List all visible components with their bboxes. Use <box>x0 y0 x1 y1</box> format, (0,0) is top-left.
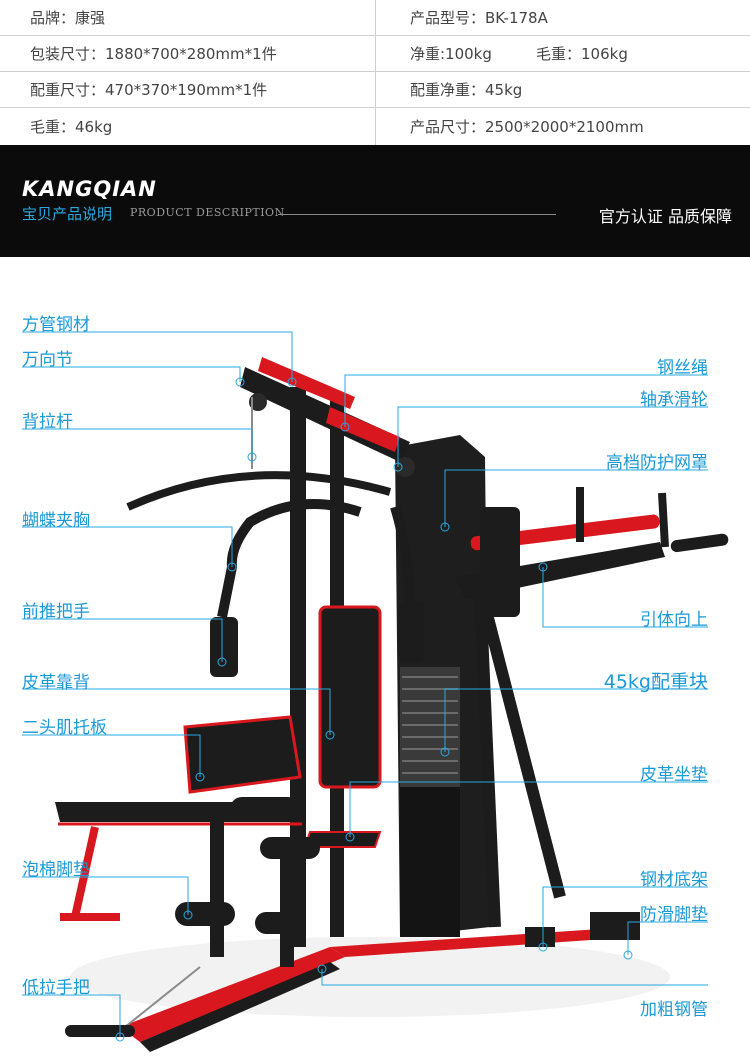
spec-weight-stack-size: 配重尺寸：470*370*190mm*1件 <box>30 81 268 99</box>
leg-frame <box>210 817 224 957</box>
label-foam-pad: 泡棉脚垫 <box>22 860 90 880</box>
back-pad <box>480 507 520 617</box>
label-steel-cable: 钢丝绳 <box>657 358 708 378</box>
label-low-pull-handle: 低拉手把 <box>22 978 90 998</box>
leg-frame-2 <box>280 857 294 967</box>
label-guard-cover: 高档防护网罩 <box>606 453 708 473</box>
spec-gross-weight: 毛重：106kg <box>536 45 628 63</box>
gym-illustration <box>22 331 729 1052</box>
pulley <box>249 393 267 411</box>
label-leather-seat: 皮革坐垫 <box>640 765 708 785</box>
table-divider <box>375 0 376 145</box>
callout-lines <box>22 331 708 1037</box>
label-lat-bar: 背拉杆 <box>22 412 73 432</box>
low-cable <box>124 966 201 1028</box>
product-diagram: 方管钢材 万向节 背拉杆 蝴蝶夹胸 前推把手 皮革靠背 二头肌托板 泡棉脚垫 低… <box>0 257 750 1056</box>
spec-model: 产品型号：BK-178A <box>410 9 548 27</box>
pullup-leg-2 <box>474 586 501 928</box>
spec-net-weight: 净重:100kg <box>410 45 492 63</box>
label-pull-up: 引体向上 <box>640 610 708 630</box>
press-handle-2 <box>398 602 424 662</box>
banner-subtitle-cn: 宝贝产品说明 <box>22 205 113 223</box>
spec-weight-stack-net: 配重净重：45kg <box>410 81 523 99</box>
low-handle <box>65 1025 135 1037</box>
spec-stack-gross: 毛重：46kg <box>30 118 113 136</box>
product-banner: KANGQIAN 宝贝产品说明 PRODUCT DESCRIPTION 官方认证… <box>0 145 750 257</box>
top-arm <box>240 367 410 462</box>
foot-pad-2 <box>525 927 555 947</box>
pullup-leg <box>474 585 566 899</box>
base-rail-dark <box>140 962 340 1052</box>
guard-panel <box>400 787 460 937</box>
bench-leg <box>71 826 99 918</box>
spec-brand: 品牌：康强 <box>30 9 106 27</box>
weight-plates <box>402 676 458 774</box>
foot-pad <box>590 912 640 940</box>
callout-dots <box>115 377 633 1042</box>
foam-roller-2 <box>260 837 320 859</box>
lat-bar <box>126 471 392 511</box>
base-rail-red <box>120 947 345 1042</box>
backrest <box>318 605 382 789</box>
pulley-2 <box>395 457 415 477</box>
banner-slogan: 官方认证 品质保障 <box>598 207 732 226</box>
label-steel-base: 钢材底架 <box>640 870 708 890</box>
spec-table: 品牌：康强 产品型号：BK-178A 包装尺寸：1880*700*280mm*1… <box>0 0 750 145</box>
press-handle <box>210 617 238 677</box>
label-square-tube-steel: 方管钢材 <box>22 315 90 335</box>
spec-row: 毛重：46kg 产品尺寸：2500*2000*2100mm <box>0 108 750 145</box>
banner-subtitle-en: PRODUCT DESCRIPTION <box>130 206 285 219</box>
label-bearing-pulley: 轴承滑轮 <box>640 390 708 410</box>
label-weight-stack: 45kg配重块 <box>603 671 708 693</box>
pullup-grip <box>670 533 729 553</box>
label-press-handle: 前推把手 <box>22 602 90 622</box>
top-arm-red <box>258 357 355 409</box>
butterfly-arm-2 <box>390 505 415 608</box>
label-universal-joint: 万向节 <box>22 350 73 370</box>
label-anti-slip-pad: 防滑脚垫 <box>640 905 708 925</box>
spec-package-size: 包装尺寸：1880*700*280mm*1件 <box>30 45 277 63</box>
spec-product-size: 产品尺寸：2500*2000*2100mm <box>410 118 644 136</box>
preacher-pad <box>183 715 302 794</box>
brand-logo: KANGQIAN <box>22 177 157 201</box>
weight-stack <box>400 667 460 787</box>
label-preacher-pad: 二头肌托板 <box>22 718 107 738</box>
dip-handle-2 <box>658 492 669 548</box>
label-butterfly-chest: 蝴蝶夹胸 <box>22 511 90 531</box>
banner-divider <box>278 214 556 215</box>
label-leather-backrest: 皮革靠背 <box>22 673 90 693</box>
foam-roller <box>230 797 300 821</box>
label-thick-steel-tube: 加粗钢管 <box>640 1000 708 1020</box>
